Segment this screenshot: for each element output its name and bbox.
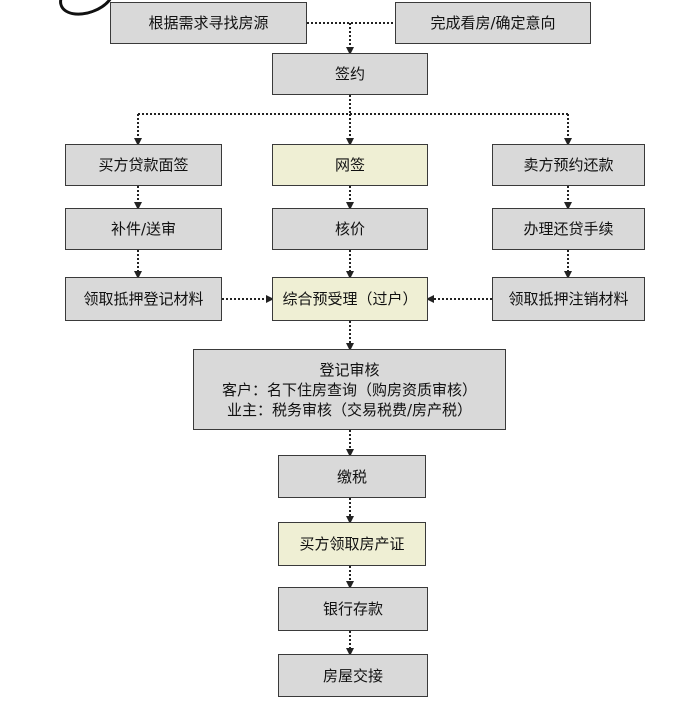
node-confirm-intent: 完成看房/确定意向 [395,2,591,44]
node-buyer-get-certificate: 买方领取房产证 [278,522,426,566]
node-repay-procedure: 办理还贷手续 [492,208,645,250]
node-bank-deposit: 银行存款 [278,587,428,631]
node-verify-price: 核价 [272,208,428,250]
node-collect-cancel-materials: 领取抵押注销材料 [492,277,645,321]
node-pre-accept: 综合预受理（过户） [272,277,428,321]
node-buyer-loan-sign: 买方贷款面签 [65,144,222,186]
review-line-owner: 业主：税务审核（交易税费/房产税） [226,400,473,419]
node-registration-review: 登记审核 客户：名下住房查询（购房资质审核） 业主：税务审核（交易税费/房产税） [193,349,506,430]
review-title: 登记审核 [319,360,380,379]
node-search-house: 根据需求寻找房源 [110,2,307,44]
node-supplement: 补件/送审 [65,208,222,250]
review-line-customer: 客户：名下住房查询（购房资质审核） [221,380,477,399]
node-handover: 房屋交接 [278,654,428,697]
node-online-sign: 网签 [272,144,428,186]
node-seller-repay: 卖方预约还款 [492,144,645,186]
node-sign: 签约 [272,53,428,95]
node-pay-tax: 缴税 [278,455,426,498]
node-collect-mortgage-materials: 领取抵押登记材料 [65,277,222,321]
